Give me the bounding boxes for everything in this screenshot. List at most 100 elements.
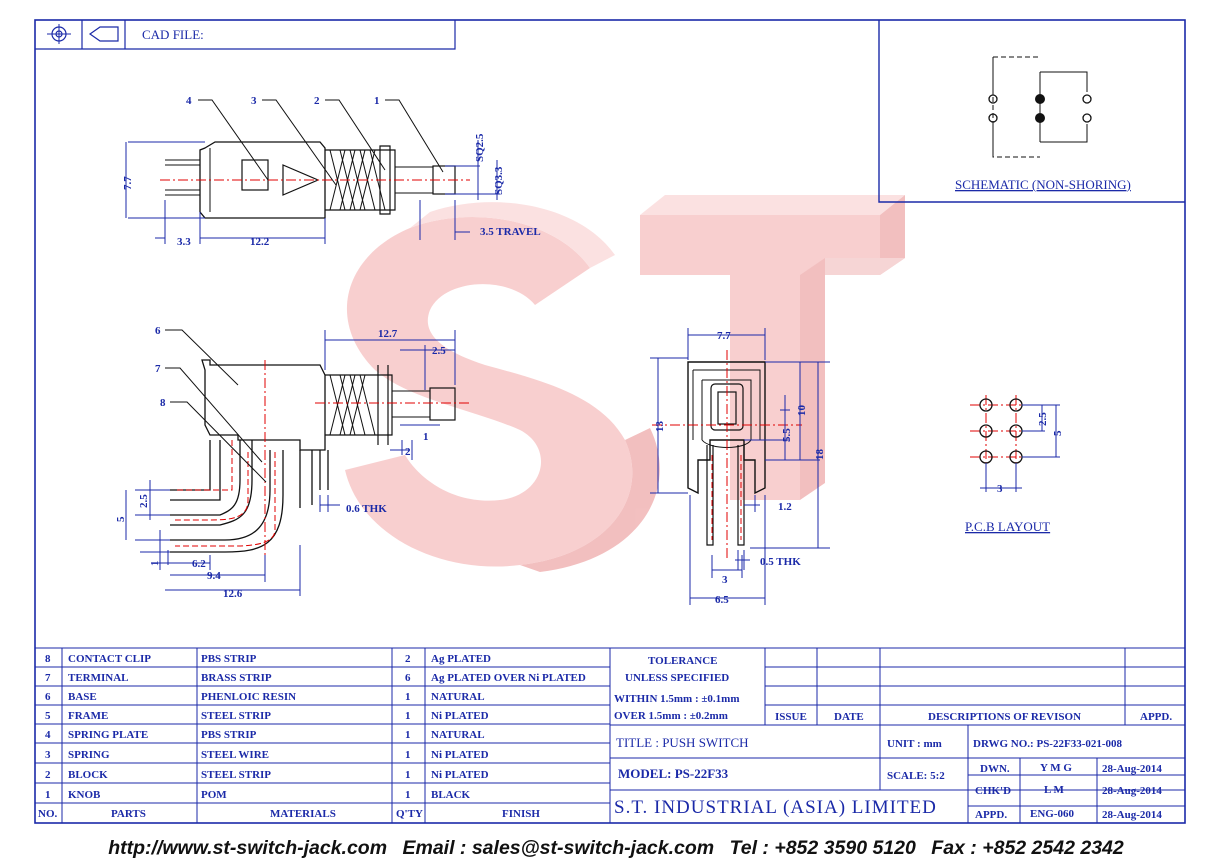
row-material: PBS STRIP: [201, 729, 257, 741]
company-name: S.T. INDUSTRIAL (ASIA) LIMITED: [614, 797, 937, 818]
row-qty: 1: [405, 729, 411, 741]
dim-1: 1: [423, 431, 429, 443]
dim-6-2: 6.2: [192, 558, 206, 570]
row-material: PBS STRIP: [201, 653, 257, 665]
pcb-dim-5: 5: [1052, 430, 1064, 436]
parts-table-header: NO. PARTS MATERIALS Q'TY FINISH: [38, 808, 540, 820]
callout-4: 4: [186, 95, 192, 107]
dim-sq2-5: SQ2.5: [474, 133, 486, 162]
fax-text: Fax : +852 2542 2342: [931, 837, 1124, 859]
appd-value: ENG-060: [1030, 808, 1075, 820]
chkd-value: L M: [1044, 784, 1064, 796]
callout-3: 3: [251, 95, 257, 107]
row-material: STEEL STRIP: [201, 769, 271, 781]
contact-footer: http://www.st-switch-jack.com Email : sa…: [0, 837, 1232, 860]
schematic-caption: SCHEMATIC (NON-SHORING): [955, 177, 1131, 192]
rev-date: DATE: [834, 711, 864, 723]
table-row: 6 BASE PHENLOIC RESIN 1 NATURAL: [45, 691, 485, 703]
rev-descriptions: DESCRIPTIONS OF REVISON: [928, 711, 1081, 723]
row-qty: 1: [405, 691, 411, 703]
unit-label: UNIT : mm: [887, 738, 942, 750]
table-row: 5 FRAME STEEL STRIP 1 Ni PLATED: [45, 710, 489, 722]
row-material: STEEL WIRE: [201, 749, 269, 761]
drawing-number: DRWG NO.: PS-22F33-021-008: [973, 738, 1123, 750]
row-qty: 2: [405, 653, 411, 665]
dim-2: 2: [405, 446, 411, 458]
row-part: BASE: [68, 691, 97, 703]
front-dim-5-5: 5.5: [781, 428, 793, 442]
dim-7-7: 7.7: [122, 176, 134, 190]
front-dim-18: 18: [814, 449, 826, 461]
schematic-panel: SCHEMATIC (NON-SHORING): [878, 20, 1185, 203]
dwn-label: DWN.: [980, 763, 1010, 775]
dim-sq3-3: SQ3.3: [493, 166, 505, 195]
row-finish: NATURAL: [431, 729, 485, 741]
dim-12-7: 12.7: [378, 328, 398, 340]
dwn-date: 28-Aug-2014: [1102, 763, 1162, 775]
dim-1-left: 1: [149, 561, 161, 567]
row-part: KNOB: [68, 789, 101, 801]
side-view-bottom: 12.7 2.5 1 2 0.6 THK 2.5 5 1 6.2 9.4 12.…: [115, 325, 470, 600]
tolerance-within: WITHIN 1.5mm : ±0.1mm: [614, 693, 740, 705]
header-no: NO.: [38, 808, 58, 820]
dwn-value: Y M G: [1040, 762, 1072, 774]
row-qty: 1: [405, 749, 411, 761]
row-material: POM: [201, 789, 227, 801]
email-text[interactable]: Email : sales@st-switch-jack.com: [402, 837, 715, 859]
row-part: BLOCK: [68, 769, 108, 781]
header-parts: PARTS: [111, 808, 146, 820]
row-no: 7: [45, 672, 51, 684]
row-no: 3: [45, 749, 51, 761]
side-view-top: 7.7 3.3 12.2 SQ2.5 SQ3.3 3.5 TRAVEL 4 3 …: [122, 95, 541, 248]
pcb-caption: P.C.B LAYOUT: [965, 519, 1050, 534]
dim-2-5-left: 2.5: [138, 494, 150, 508]
row-part: TERMINAL: [68, 672, 129, 684]
front-dim-13: 13: [654, 421, 666, 433]
rev-appd: APPD.: [1140, 711, 1172, 723]
table-row: 8 CONTACT CLIP PBS STRIP 2 Ag PLATED: [45, 653, 491, 665]
appd-date: 28-Aug-2014: [1102, 809, 1162, 821]
row-no: 8: [45, 653, 51, 665]
front-dim-3: 3: [722, 574, 728, 586]
front-dim-10: 10: [796, 405, 808, 417]
chkd-label: CHK'D: [975, 785, 1011, 797]
pcb-layout: 2.5 5 3 P.C.B LAYOUT: [965, 395, 1064, 534]
right-block-grid: [610, 648, 1185, 823]
tolerance-subtitle: UNLESS SPECIFIED: [625, 672, 729, 684]
callout-2: 2: [314, 95, 320, 107]
callout-8: 8: [160, 397, 166, 409]
dim-5-left: 5: [115, 516, 127, 522]
revision-header: ISSUE DATE DESCRIPTIONS OF REVISON APPD.: [775, 711, 1172, 723]
dim-2-5-top: 2.5: [432, 345, 446, 357]
table-row: 2 BLOCK STEEL STRIP 1 Ni PLATED: [45, 769, 489, 781]
table-row: 1 KNOB POM 1 BLACK: [45, 789, 471, 801]
model-number: MODEL: PS-22F33: [618, 766, 729, 781]
row-part: SPRING: [68, 749, 110, 761]
st-watermark: [345, 195, 905, 572]
header-finish: FINISH: [502, 808, 540, 820]
parts-table-rows: 8 CONTACT CLIP PBS STRIP 2 Ag PLATED 7 T…: [45, 653, 586, 801]
website-link[interactable]: http://www.st-switch-jack.com: [108, 837, 388, 859]
row-no: 4: [45, 729, 51, 741]
row-part: CONTACT CLIP: [68, 653, 151, 665]
row-qty: 6: [405, 672, 411, 684]
row-material: STEEL STRIP: [201, 710, 271, 722]
tolerance-block: TOLERANCE UNLESS SPECIFIED WITHIN 1.5mm …: [614, 655, 740, 722]
parts-table-grid: [35, 647, 1185, 823]
row-part: SPRING PLATE: [68, 729, 148, 741]
cad-file-label: CAD FILE:: [142, 27, 204, 42]
dim-0-6-thk: 0.6 THK: [346, 503, 387, 515]
front-dim-7-7: 7.7: [717, 330, 731, 342]
row-no: 2: [45, 769, 51, 781]
rev-issue: ISSUE: [775, 711, 807, 723]
row-qty: 1: [405, 710, 411, 722]
row-qty: 1: [405, 789, 411, 801]
table-row: 3 SPRING STEEL WIRE 1 Ni PLATED: [45, 749, 489, 761]
row-finish: Ni PLATED: [431, 710, 489, 722]
row-finish: Ag PLATED: [431, 653, 491, 665]
row-finish: Ni PLATED: [431, 769, 489, 781]
callout-6: 6: [155, 325, 161, 337]
front-dim-0-5-thk: 0.5 THK: [760, 556, 801, 568]
dim-9-4: 9.4: [207, 570, 221, 582]
tolerance-title: TOLERANCE: [648, 655, 717, 667]
